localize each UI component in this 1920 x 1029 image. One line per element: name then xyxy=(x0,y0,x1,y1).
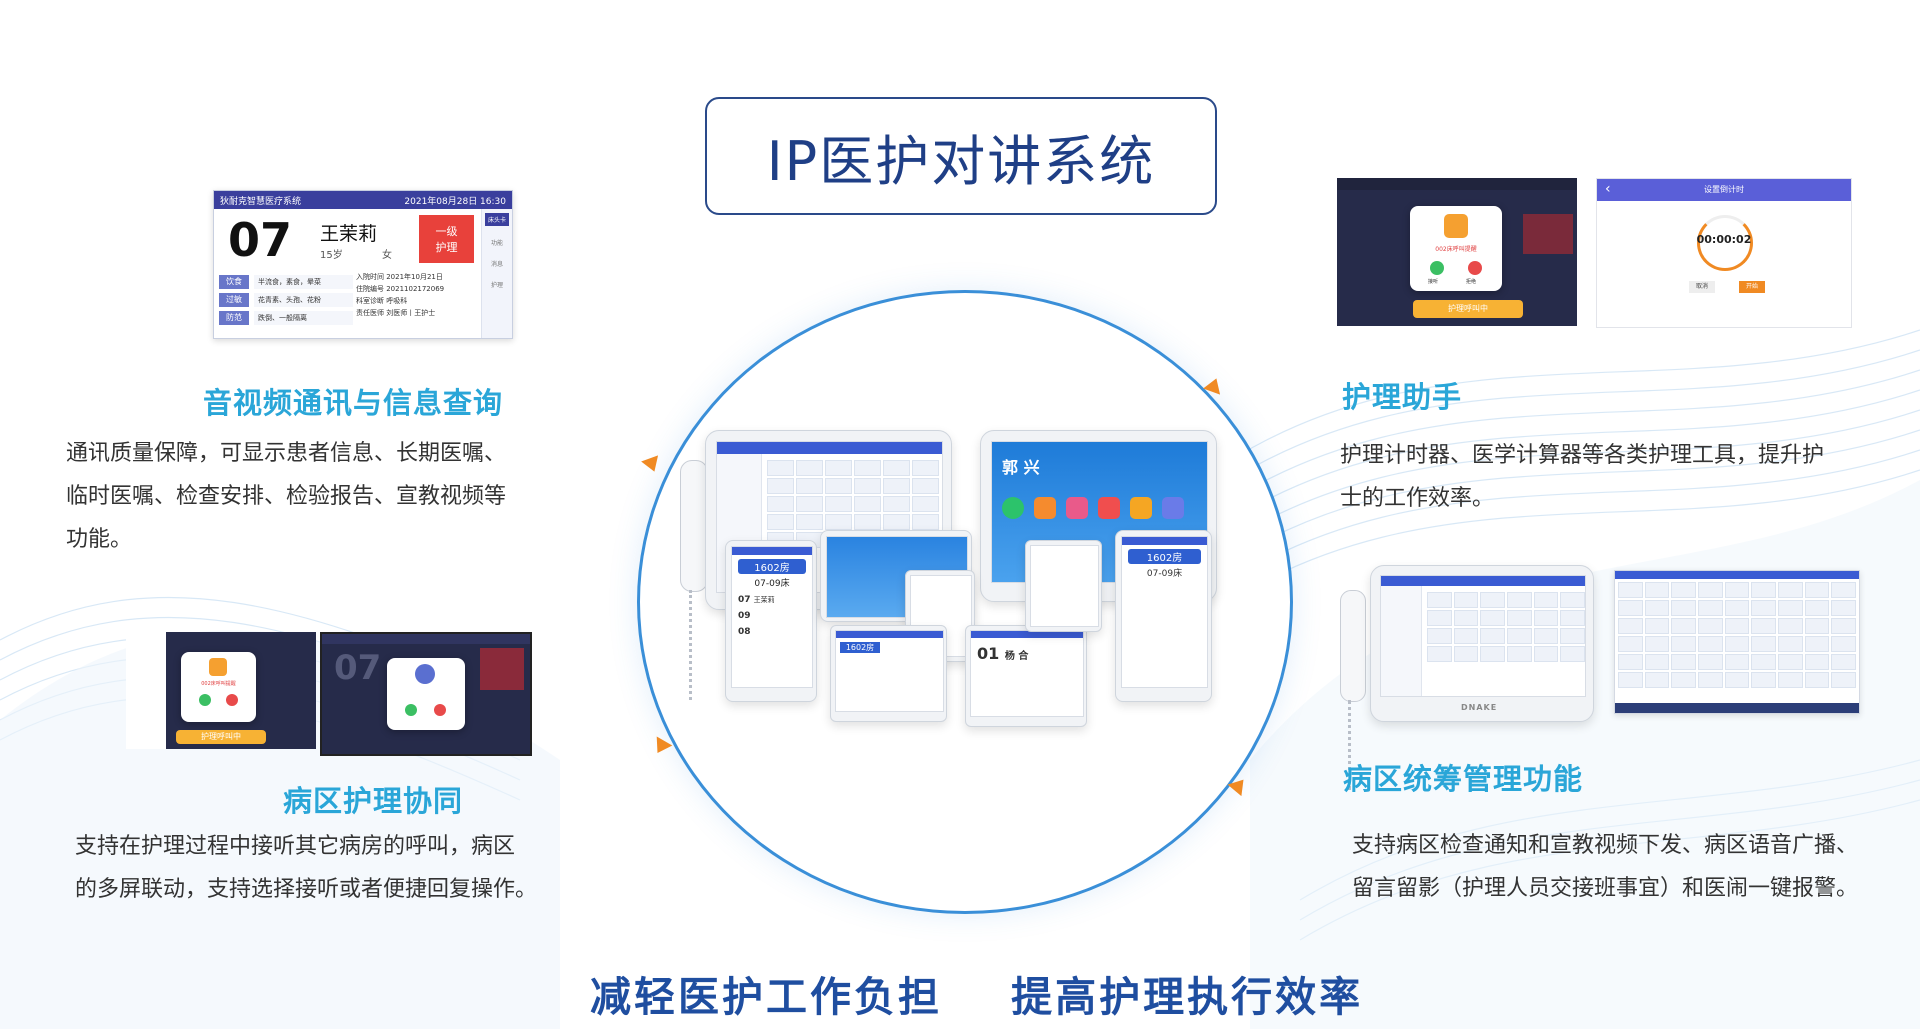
device-screen: 1602房 07-09床 07 王茉莉 09 08 xyxy=(731,546,813,688)
handset-cord xyxy=(689,590,702,700)
call-popup: 002床呼叫提醒 接听 拒绝 xyxy=(1410,206,1502,291)
section-text-av: 通讯质量保障，可显示患者信息、长期医嘱、 临时医嘱、检查安排、检验报告、宣教视频… xyxy=(66,441,507,552)
reject-button[interactable] xyxy=(434,704,446,716)
mgmt-handset-cord xyxy=(1348,700,1361,790)
timer-cancel-button[interactable]: 取消 xyxy=(1689,281,1715,293)
tag-diet-text: 半流食，素食，晕菜 xyxy=(254,275,353,289)
tag-allergy: 过敏 xyxy=(219,293,249,307)
card-header: 狄耐克智慧医疗系统 2021年08月28日 16:30 xyxy=(214,191,512,209)
patient-info: 入院时间 2021年10月21日 住院编号 2021102172069 科室诊断… xyxy=(356,273,445,317)
room-label: 1602房 xyxy=(840,642,880,653)
section-title-assist: 护理助手 xyxy=(1342,380,1463,414)
tablet-patient-name: 郭 兴 xyxy=(1002,458,1040,477)
tag-precaution-text: 跌倒、一般隔离 xyxy=(254,311,353,325)
device-screen: 1602房 07-09床 xyxy=(1121,536,1208,688)
device-bed-terminal-2: 01 杨 合 xyxy=(965,625,1087,727)
tag-diet: 饮食 xyxy=(219,275,249,289)
patient-name: 王茉莉 xyxy=(320,223,378,245)
timer-title: 设置倒计时 xyxy=(1704,185,1744,194)
reject-label: 拒绝 xyxy=(1466,279,1477,285)
timer-header: ‹ 设置倒计时 xyxy=(1597,179,1851,201)
card-datetime: 2021年08月28日 16:30 xyxy=(404,196,506,207)
device-screen xyxy=(1380,575,1586,697)
timer-value: 00:00:02 xyxy=(1696,233,1752,246)
ward-screen-2: 07 xyxy=(320,632,532,756)
tag-allergy-text: 花青素、头孢、花粉 xyxy=(254,293,353,307)
bed-number: 07 xyxy=(228,213,293,267)
mgmt-screen-grid xyxy=(1614,570,1860,714)
call-popup: 002床呼叫提醒 xyxy=(181,652,256,722)
device-screen: 01 杨 合 xyxy=(970,630,1084,717)
call-text: 002床呼叫提醒 xyxy=(201,681,236,687)
card-side-menu: 床头卡 功能 消息 护理 xyxy=(481,209,512,338)
patient-age: 15岁 xyxy=(320,250,343,261)
slogan: 减轻医护工作负担 提高护理执行效率 xyxy=(590,973,1364,1021)
assist-screen-call: 002床呼叫提醒 接听 拒绝 护理呼叫中 xyxy=(1337,178,1577,326)
care-level-badge: 一级护理 xyxy=(419,215,474,263)
section-text-ward: 支持在护理过程中接听其它病房的呼叫，病区 的多屏联动，支持选择接听或者便捷回复操… xyxy=(75,834,538,902)
side-item-message[interactable]: 消息 xyxy=(490,261,503,268)
page-title: IP医护对讲系统 xyxy=(766,129,1156,193)
answer-button[interactable] xyxy=(199,694,211,706)
title-box: IP医护对讲系统 xyxy=(705,97,1217,215)
system-name: 狄耐克智慧医疗系统 xyxy=(220,196,302,207)
nurse-avatar-icon xyxy=(415,664,435,684)
section-text-assist: 护理计时器、医学计算器等各类护理工具，提升护 士的工作效率。 xyxy=(1340,443,1825,511)
device-bed-terminal: 1602房 xyxy=(830,625,947,722)
timer-start-button[interactable]: 开始 xyxy=(1739,281,1765,293)
patient-bed-card: 狄耐克智慧医疗系统 2021年08月28日 16:30 07 王茉莉 15岁 女… xyxy=(213,190,513,339)
section-text-mgmt: 支持病区检查通知和宣教视频下发、病区语音广播、 留言留影（护理人员交接班事宜）和… xyxy=(1352,833,1859,901)
side-item-function[interactable]: 功能 xyxy=(490,240,503,247)
device-screen: 1602房 xyxy=(835,630,944,712)
assist-screen-timer: ‹ 设置倒计时 00:00:02 取消 开始 xyxy=(1596,178,1852,328)
device-screen xyxy=(1030,545,1099,627)
device-brand: DNAKE xyxy=(1461,703,1498,712)
section-title-ward: 病区护理协同 xyxy=(283,784,464,818)
call-text: 002床呼叫提醒 xyxy=(1435,246,1477,253)
room-label: 1602房 xyxy=(1128,549,1201,564)
section-title-av: 音视频通讯与信息查询 xyxy=(203,386,504,420)
small-bed-number: 01 xyxy=(977,644,1000,663)
patient-sex: 女 xyxy=(382,250,392,261)
app-icon-grid xyxy=(1002,497,1202,519)
call-alert-icon xyxy=(1444,214,1468,238)
small-patient-name: 杨 合 xyxy=(1004,651,1029,662)
device-door-display: 1602房 07-09床 07 王茉莉 09 08 xyxy=(725,540,817,702)
answer-button[interactable] xyxy=(1430,261,1444,275)
answer-label: 接听 xyxy=(1428,279,1439,285)
room-label: 1602房 xyxy=(738,559,806,574)
ward-bed-number: 07 xyxy=(334,648,382,688)
reject-button[interactable] xyxy=(1468,261,1482,275)
reject-button[interactable] xyxy=(226,694,238,706)
timer-ring xyxy=(1697,215,1753,271)
section-title-mgmt: 病区统筹管理功能 xyxy=(1343,762,1584,796)
beds-label: 07-09床 xyxy=(1146,569,1183,579)
handset xyxy=(680,460,708,592)
device-door-display-2 xyxy=(1025,540,1102,632)
mgmt-master-station: DNAKE xyxy=(1370,565,1594,722)
call-popup-2 xyxy=(387,658,465,730)
tag-precaution: 防范 xyxy=(219,311,249,325)
call-alert-icon xyxy=(209,658,227,676)
side-item-nursing[interactable]: 护理 xyxy=(490,282,503,289)
back-icon[interactable]: ‹ xyxy=(1605,181,1611,197)
device-door-display-3: 1602房 07-09床 xyxy=(1115,530,1212,702)
center-devices: 郭 兴 1602房 07-09床 07 王茉莉 09 08 xyxy=(675,430,1235,730)
answer-button[interactable] xyxy=(405,704,417,716)
nurse-call-bar: 护理呼叫中 xyxy=(176,730,266,744)
side-item-bedcard[interactable]: 床头卡 xyxy=(485,213,509,226)
ward-screen-1: 002床呼叫提醒 护理呼叫中 xyxy=(126,632,316,749)
beds-label: 07-09床 xyxy=(754,579,790,589)
nurse-call-bar: 护理呼叫中 xyxy=(1413,300,1523,318)
mgmt-handset xyxy=(1340,590,1366,702)
